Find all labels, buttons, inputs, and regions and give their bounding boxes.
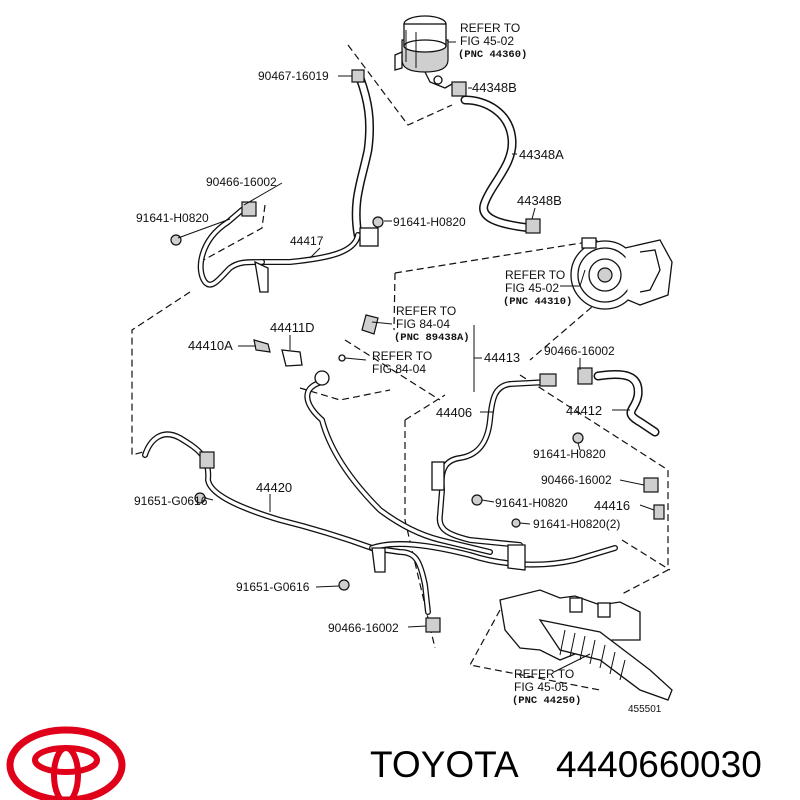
return-hose-44417 (197, 73, 375, 288)
label-44417: 44417 (290, 234, 324, 248)
pressure-tube-44406 (436, 379, 551, 548)
label-44413: 44413 (484, 350, 520, 365)
label-91651-G0616-b: 91651-G0616 (236, 580, 310, 594)
label-44348B-mid: 44348B (517, 193, 562, 208)
refer-45-02-pump-pnc: (PNC 44310) (503, 296, 572, 308)
label-91641-H0820-e: 91641-H0820(2) (533, 517, 620, 531)
part-number: 4440660030 (556, 744, 762, 785)
label-44420: 44420 (256, 480, 292, 495)
power-steering-pump (570, 237, 673, 310)
return-tube-44413 (304, 379, 493, 555)
refer-84-04-a-line2: FIG 84-04 (396, 317, 450, 331)
refer-84-04-b-line1: REFER TO (372, 349, 432, 363)
label-90466-16002-c: 90466-16002 (541, 473, 612, 487)
label-90466-16002-d: 90466-16002 (328, 621, 399, 635)
brand-name: TOYOTA (370, 744, 519, 785)
refer-84-04-b-line2: FIG 84-04 (372, 362, 426, 376)
suction-hose-44348A (460, 95, 535, 233)
refer-45-02-pump-line1: REFER TO (505, 268, 565, 282)
toyota-logo-icon (6, 726, 126, 800)
label-90466-16002-a: 90466-16002 (206, 175, 277, 189)
label-90466-16002-b: 90466-16002 (544, 344, 615, 358)
label-44348A: 44348A (519, 147, 564, 162)
refer-45-02-top-line2: FIG 45-02 (460, 34, 514, 48)
tube-44420 (142, 431, 618, 615)
callout-labels: REFER TO FIG 45-02 (PNC 44360) 44348B 90… (134, 21, 662, 715)
label-44406: 44406 (436, 405, 472, 420)
refer-45-05-pnc: (PNC 44250) (512, 695, 581, 707)
figure-number: 455501 (628, 704, 662, 715)
label-91641-H0820-b: 91641-H0820 (393, 215, 466, 229)
label-44348B-top: 44348B (472, 80, 517, 95)
label-44416: 44416 (594, 498, 630, 513)
reservoir (394, 15, 453, 89)
label-91641-H0820-c: 91641-H0820 (533, 447, 606, 461)
label-44410A: 44410A (188, 338, 233, 353)
steering-gear (499, 589, 673, 701)
label-44411D: 44411D (270, 320, 315, 335)
label-91641-H0820-d: 91641-H0820 (495, 496, 568, 510)
refer-45-02-top-line1: REFER TO (460, 21, 520, 35)
label-91651-G0616-a: 91651-G0616 (134, 494, 208, 508)
label-44412: 44412 (566, 403, 602, 418)
refer-45-05-line2: FIG 45-05 (514, 680, 568, 694)
refer-45-02-top-pnc: (PNC 44360) (458, 49, 527, 61)
refer-45-02-pump-line2: FIG 45-02 (505, 281, 559, 295)
hardware-parts (170, 69, 665, 633)
refer-84-04-a-line1: REFER TO (396, 304, 456, 318)
label-90467-16019: 90467-16019 (258, 69, 329, 83)
label-91641-H0820-a: 91641-H0820 (136, 211, 209, 225)
hose-44412 (593, 369, 660, 437)
refer-45-05-line1: REFER TO (514, 667, 574, 681)
refer-84-04-a-pnc: (PNC 89438A) (394, 332, 470, 344)
leader-lines (177, 41, 655, 673)
